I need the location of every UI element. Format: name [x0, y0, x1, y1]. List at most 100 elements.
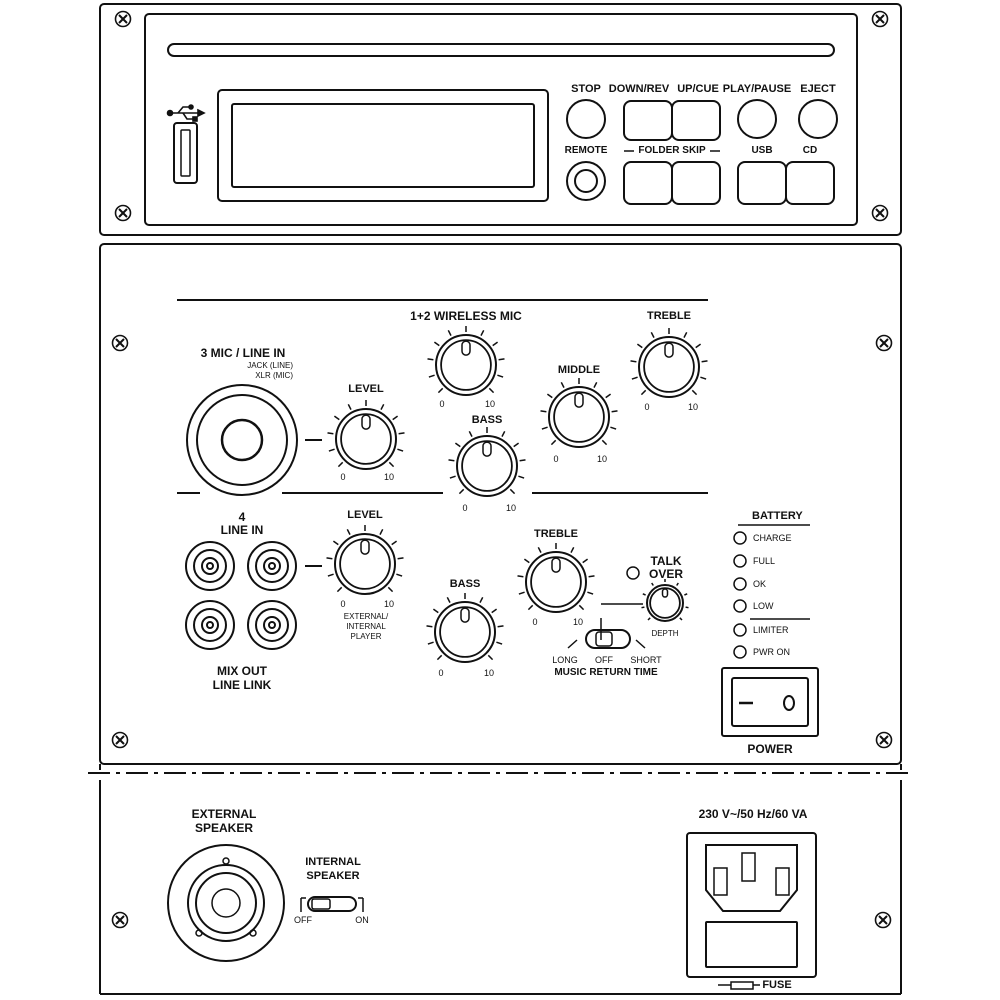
rack-screw	[114, 10, 132, 28]
play-pause-button[interactable]	[737, 99, 777, 139]
mix-out-rca-right[interactable]	[247, 600, 297, 650]
internal-speaker-switch[interactable]	[307, 896, 357, 912]
bass2-max: 10	[483, 668, 495, 678]
power-title: POWER	[747, 742, 793, 756]
rack-screw	[111, 334, 129, 352]
talk-over-depth: DEPTH	[651, 629, 679, 638]
bass1-max: 10	[505, 503, 517, 513]
music-return-title: MUSIC RETURN TIME	[554, 667, 658, 678]
bass1-knob[interactable]	[448, 427, 526, 497]
line-link-title2: LINE LINK	[212, 678, 272, 692]
led-pwr-on-label: PWR ON	[753, 647, 790, 657]
fuse-drawer[interactable]	[705, 921, 798, 968]
level1-max: 10	[383, 472, 395, 482]
led-ok-label: OK	[753, 579, 767, 589]
level1-knob[interactable]	[327, 400, 405, 470]
middle-knob[interactable]	[540, 378, 618, 448]
talk-over-depth-knob[interactable]	[641, 579, 689, 622]
treble1-max: 10	[687, 402, 699, 412]
mixer-panel-frame	[99, 243, 902, 765]
music-return-long: LONG	[552, 655, 578, 665]
rack-screw	[875, 334, 893, 352]
eject-label: EJECT	[800, 83, 836, 95]
treble2-knob[interactable]	[517, 543, 595, 613]
up-cue-button[interactable]	[671, 100, 721, 141]
up-cue-label: UP/CUE	[677, 83, 719, 95]
folder-skip-up-button[interactable]	[671, 161, 721, 205]
mains-inlet[interactable]	[686, 832, 817, 978]
lcd-display	[217, 89, 549, 202]
internal-speaker-off: OFF	[294, 915, 312, 925]
led-full	[733, 554, 747, 568]
rack-screw	[871, 204, 889, 222]
internal-speaker-on: ON	[355, 915, 369, 925]
led-pwr-on	[733, 645, 747, 659]
talk-over-title2: OVER	[648, 567, 684, 581]
mic-line-in-title: 3 MIC / LINE IN	[200, 346, 286, 360]
usb-port[interactable]	[173, 122, 198, 184]
music-return-time-switch[interactable]	[585, 629, 631, 649]
talk-over-led	[626, 566, 640, 580]
usb-source-button[interactable]	[737, 161, 787, 205]
external-speaker-title2: SPEAKER	[194, 821, 254, 835]
usb-icon	[166, 104, 206, 122]
level1-title: LEVEL	[348, 383, 384, 395]
led-ok	[733, 577, 747, 591]
rack-screw	[114, 204, 132, 222]
talk-over-title1: TALK	[650, 554, 682, 568]
bass2-min: 0	[438, 668, 444, 678]
treble1-knob[interactable]	[630, 328, 708, 398]
mic-line-combo-jack[interactable]	[186, 384, 298, 496]
wireless-mic-min: 0	[439, 399, 445, 409]
stop-button[interactable]	[566, 99, 606, 139]
middle-max: 10	[596, 454, 608, 464]
power-switch[interactable]	[721, 667, 819, 737]
level2-knob[interactable]	[326, 525, 404, 595]
usb-label: USB	[751, 145, 773, 156]
remote-jack[interactable]	[566, 161, 606, 201]
cd-slot[interactable]	[167, 43, 835, 57]
external-speaker-title1: EXTERNAL	[191, 807, 257, 821]
line-in-rca-left[interactable]	[185, 541, 235, 591]
stop-label: STOP	[571, 83, 601, 95]
remote-label: REMOTE	[564, 145, 608, 156]
wireless-mic-knob[interactable]	[427, 326, 505, 396]
led-limiter	[733, 623, 747, 637]
level2-sub3: PLAYER	[350, 632, 382, 641]
mix-out-rca-left[interactable]	[185, 600, 235, 650]
bass1-title: BASS	[471, 414, 503, 426]
level2-sub2: INTERNAL	[346, 622, 386, 631]
treble2-max: 10	[572, 617, 584, 627]
bass2-title: BASS	[449, 578, 481, 590]
folder-skip-down-button[interactable]	[623, 161, 673, 205]
level2-max: 10	[383, 599, 395, 609]
line-in-rca-right[interactable]	[247, 541, 297, 591]
treble2-title: TREBLE	[534, 528, 578, 540]
led-low	[733, 599, 747, 613]
middle-title: MIDDLE	[557, 364, 601, 376]
middle-min: 0	[553, 454, 559, 464]
bass1-min: 0	[462, 503, 468, 513]
rack-screw	[875, 731, 893, 749]
wireless-mic-title: 1+2 WIRELESS MIC	[410, 309, 522, 323]
led-full-label: FULL	[753, 556, 776, 566]
external-speaker-connector[interactable]	[167, 844, 285, 962]
line-in-number: 4	[238, 510, 246, 524]
treble1-title: TREBLE	[647, 310, 691, 322]
fuse-label: FUSE	[762, 979, 792, 991]
rack-screw	[111, 911, 129, 929]
cd-module-inner-frame	[144, 13, 858, 226]
knob-group	[326, 326, 708, 663]
bass2-knob[interactable]	[426, 593, 504, 663]
folder-skip-label: FOLDER SKIP	[638, 145, 706, 156]
led-charge-label: CHARGE	[753, 533, 792, 543]
rack-screw	[111, 731, 129, 749]
eject-button[interactable]	[798, 99, 838, 139]
rack-screw	[871, 10, 889, 28]
cd-module-frame	[99, 3, 902, 236]
down-rev-button[interactable]	[623, 100, 673, 141]
mains-rating: 230 V~/50 Hz/60 VA	[698, 807, 808, 821]
cd-source-button[interactable]	[785, 161, 835, 205]
